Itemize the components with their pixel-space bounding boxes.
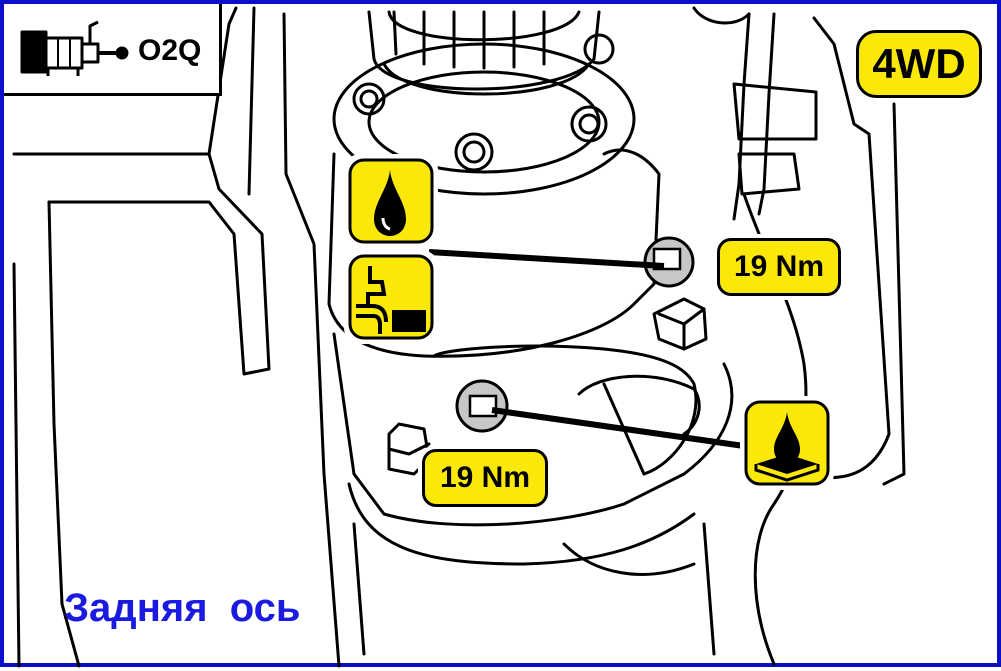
gearbox-icon [20,20,129,76]
leader-line-lower [491,407,745,449]
rear-axle-drawing [12,6,906,668]
torque-label-upper: 19 Nm [717,238,841,296]
fill-level-icon [344,250,438,344]
transmission-code-box: O2Q [4,4,222,96]
caption: Задняя ось [64,586,301,630]
oil-drop-icon [344,154,438,248]
leader-line-upper [428,249,665,269]
driveshaft [367,10,601,91]
fill-plug [643,236,695,288]
flange [332,42,636,196]
brake-line [732,12,751,221]
frame-beam-inner [47,200,81,668]
frame-beam [12,152,271,376]
transmission-code: O2Q [138,34,202,67]
oil-drain-icon [740,396,834,490]
drain-plug [455,379,509,433]
drive-type-badge: 4WD [856,30,982,98]
torque-label-lower: 19 Nm [422,449,548,507]
